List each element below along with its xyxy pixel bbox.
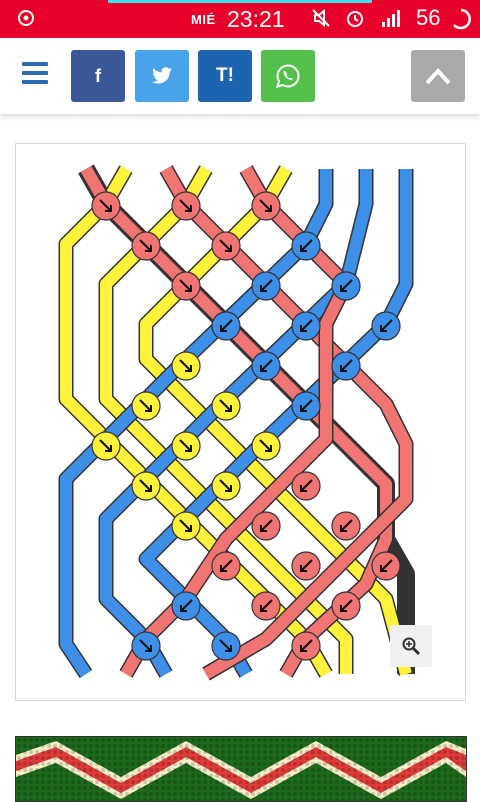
menu-button[interactable]	[22, 62, 48, 88]
zoom-in-icon	[402, 637, 421, 656]
battery-ring-icon	[453, 8, 471, 30]
status-bar: MIÉ 23:21 56	[0, 0, 480, 38]
whatsapp-icon	[276, 64, 300, 88]
hamburger-menu-icon	[22, 62, 48, 66]
whatsapp-share-button[interactable]	[261, 50, 315, 102]
facebook-share-button[interactable]: f	[71, 50, 125, 102]
friendship-bracelet-pattern	[58, 164, 415, 681]
alarm-icon	[347, 11, 363, 27]
signal-icon	[382, 10, 400, 27]
settings-notification-icon	[18, 10, 34, 26]
scroll-top-button[interactable]	[411, 50, 465, 102]
bracelet-preview-image	[15, 736, 467, 802]
pattern-diagram-card	[15, 143, 466, 701]
battery-level: 56	[416, 5, 441, 30]
status-time: 23:21	[227, 6, 285, 32]
notification-progress-line	[108, 0, 372, 3]
zoom-button[interactable]	[390, 625, 432, 667]
twitter-share-button[interactable]	[135, 50, 189, 102]
forward-knot-arrow-icon	[99, 199, 393, 652]
twitter-bird-icon	[152, 67, 172, 84]
tuenti-share-button[interactable]: T!	[198, 50, 252, 102]
zigzag-bracelet-image	[16, 737, 466, 801]
share-toolbar: f T!	[0, 38, 480, 114]
status-day: MIÉ	[191, 12, 216, 27]
chevron-up-icon	[425, 68, 451, 85]
mute-icon	[312, 8, 330, 28]
